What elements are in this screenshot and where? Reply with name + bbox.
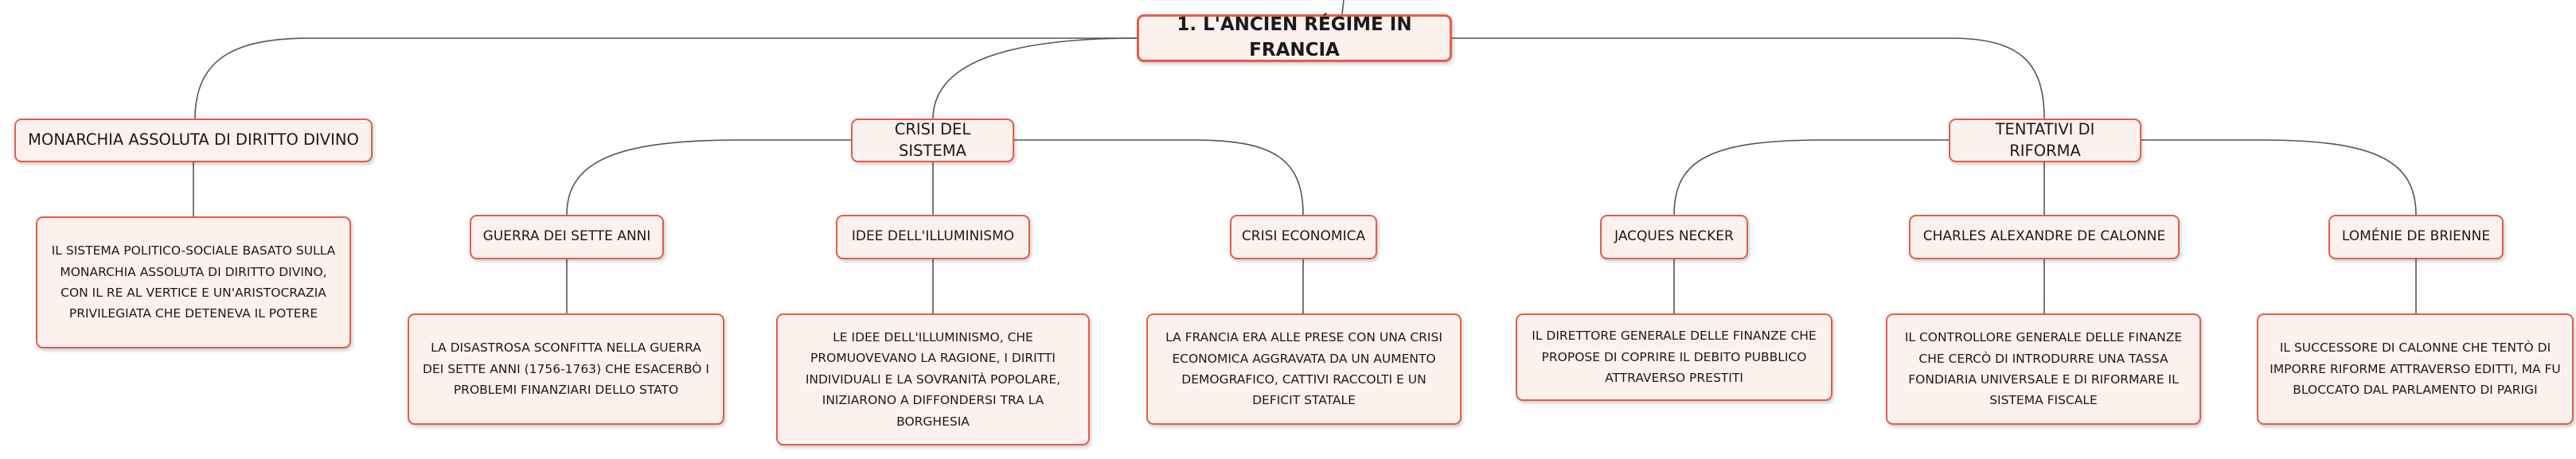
- root-node[interactable]: 1. L'ANCIEN RÉGIME IN FRANCIA: [1137, 14, 1452, 62]
- node-economica-label: CRISI ECONOMICA: [1241, 228, 1366, 245]
- desc-brienne-text: IL SUCCESSORE DI CALONNE CHE TENTÒ DI IM…: [2270, 340, 2561, 398]
- desc-illuminismo-text: LE IDEE DELL'ILLUMINISMO, CHE PROMUOVEVA…: [805, 330, 1061, 429]
- node-necker[interactable]: JACQUES NECKER: [1600, 215, 1748, 259]
- connector-line: [1341, 0, 1345, 15]
- node-guerra-label: GUERRA DEI SETTE ANNI: [482, 228, 651, 245]
- node-brienne[interactable]: LOMÉNIE DE BRIENNE: [2328, 215, 2504, 259]
- node-guerra[interactable]: GUERRA DEI SETTE ANNI: [470, 215, 664, 259]
- desc-monarchia[interactable]: IL SISTEMA POLITICO-SOCIALE BASATO SULLA…: [36, 216, 351, 348]
- branch-monarchia-label: MONARCHIA ASSOLUTA DI DIRITTO DIVINO: [28, 130, 359, 150]
- desc-guerra[interactable]: LA DISASTROSA SCONFITTA NELLA GUERRA DEI…: [408, 313, 724, 425]
- desc-calonne[interactable]: IL CONTROLLORE GENERALE DELLE FINANZE CH…: [1886, 313, 2201, 425]
- desc-calonne-text: IL CONTROLLORE GENERALE DELLE FINANZE CH…: [1904, 330, 2183, 408]
- desc-economica-text: LA FRANCIA ERA ALLE PRESE CON UNA CRISI …: [1165, 330, 1442, 408]
- desc-economica[interactable]: LA FRANCIA ERA ALLE PRESE CON UNA CRISI …: [1146, 313, 1462, 425]
- connector-line: [932, 37, 1138, 120]
- branch-crisi[interactable]: CRISI DEL SISTEMA: [851, 119, 1014, 162]
- connector-line: [566, 139, 851, 216]
- connector-line: [2140, 139, 2417, 216]
- desc-monarchia-text: IL SISTEMA POLITICO-SOCIALE BASATO SULLA…: [51, 243, 336, 321]
- node-necker-label: JACQUES NECKER: [1614, 228, 1734, 245]
- node-illuminismo-label: IDEE DELL'ILLUMINISMO: [851, 228, 1015, 245]
- connector-line: [1005, 139, 1304, 216]
- connector-line: [194, 37, 1137, 120]
- desc-necker[interactable]: IL DIRETTORE GENERALE DELLE FINANZE CHE …: [1516, 313, 1832, 401]
- node-calonne[interactable]: CHARLES ALEXANDRE DE CALONNE: [1909, 215, 2180, 259]
- desc-guerra-text: LA DISASTROSA SCONFITTA NELLA GUERRA DEI…: [423, 340, 709, 398]
- branch-monarchia[interactable]: MONARCHIA ASSOLUTA DI DIRITTO DIVINO: [14, 119, 373, 162]
- branch-riforma-label: TENTATIVI DI RIFORMA: [1995, 119, 2095, 160]
- node-illuminismo[interactable]: IDEE DELL'ILLUMINISMO: [836, 215, 1030, 259]
- root-label: 1. L'ANCIEN RÉGIME IN FRANCIA: [1177, 14, 1412, 60]
- desc-necker-text: IL DIRETTORE GENERALE DELLE FINANZE CHE …: [1532, 329, 1817, 386]
- branch-riforma[interactable]: TENTATIVI DI RIFORMA: [1949, 119, 2141, 162]
- connector-line: [1450, 37, 2045, 120]
- branch-crisi-label: CRISI DEL SISTEMA: [894, 119, 971, 160]
- desc-brienne[interactable]: IL SUCCESSORE DI CALONNE CHE TENTÒ DI IM…: [2257, 313, 2574, 425]
- node-calonne-label: CHARLES ALEXANDRE DE CALONNE: [1922, 228, 2166, 245]
- node-economica[interactable]: CRISI ECONOMICA: [1230, 215, 1377, 259]
- desc-illuminismo[interactable]: LE IDEE DELL'ILLUMINISMO, CHE PROMUOVEVA…: [776, 313, 1090, 445]
- connector-line: [1673, 139, 1949, 216]
- node-brienne-label: LOMÉNIE DE BRIENNE: [2341, 228, 2491, 245]
